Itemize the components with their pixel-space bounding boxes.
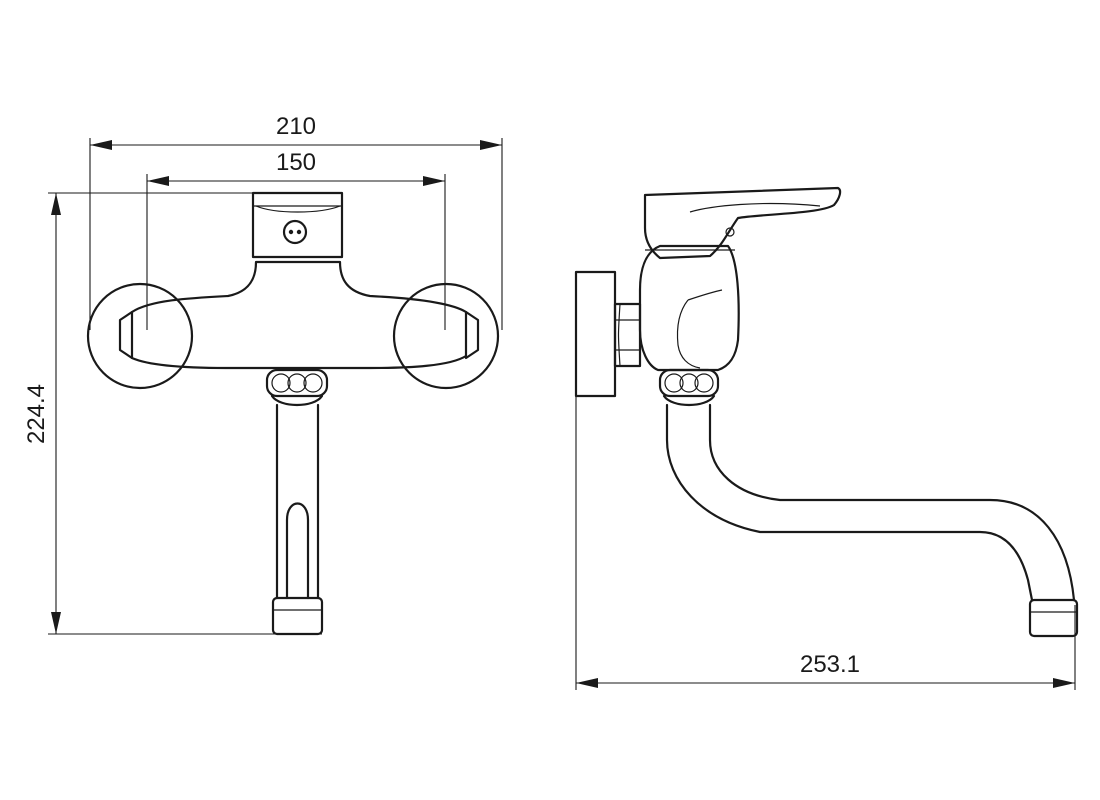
lever-handle [643,186,842,260]
spout-outer-curve [665,403,1034,602]
dimension-label-224-4: 224.4 [23,384,50,444]
left-rosette [86,282,194,390]
spout-swivel-nut [265,368,329,398]
cartridge-housing [251,191,344,259]
side-view [574,186,1079,638]
dimension-150: 150 [146,149,446,330]
dimension-224-4: 224.4 [23,192,322,635]
side-swivel-nut [658,368,720,398]
dimension-label-253-1: 253.1 [800,651,860,678]
aerator-front [271,596,324,636]
front-view [86,191,500,636]
right-rosette [392,282,500,390]
side-rosette [574,270,617,398]
dimension-210: 210 [89,113,503,330]
spout-inner-curve [708,403,1076,602]
side-valve-body [638,244,740,372]
right-nut [464,310,480,360]
aerator-side [1028,598,1079,638]
hex-connector [613,302,642,368]
dimension-253-1: 253.1 [575,395,1076,690]
left-nut [118,310,134,360]
dimension-label-150: 150 [276,149,316,176]
cartridge-screw [282,219,308,245]
dimension-label-210: 210 [276,113,316,140]
mixer-body [130,260,468,370]
